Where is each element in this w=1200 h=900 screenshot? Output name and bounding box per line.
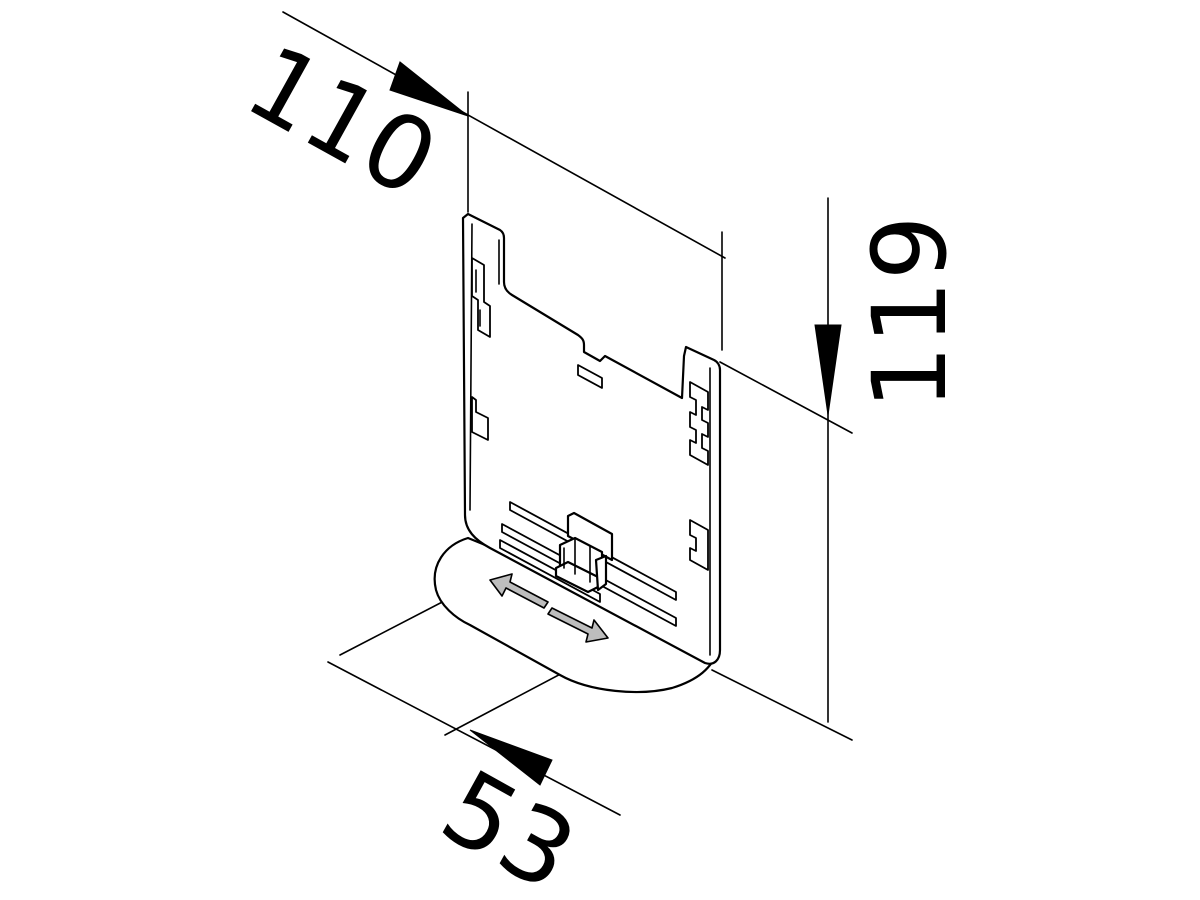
extension-line-height-top: [719, 361, 853, 434]
arrowhead-height: [814, 324, 842, 416]
slide-arrow-right-icon: [547, 607, 609, 643]
slide-arrow-left-icon: [489, 573, 549, 609]
dimension-line-width: [282, 11, 726, 259]
latch-top-tab: [566, 511, 614, 562]
arrowhead-depth: [469, 729, 553, 786]
left-clip-lower: [471, 396, 489, 441]
main-plate-outline: [461, 212, 722, 665]
slide-direction-arrows: [489, 573, 609, 643]
center-slot: [577, 364, 603, 389]
dimension-line-depth: [327, 661, 621, 816]
extension-line-height-bottom: [711, 669, 853, 741]
main-plate: [461, 212, 722, 665]
extension-line-depth-left: [339, 597, 451, 656]
dimension-label-depth: 53: [423, 748, 594, 900]
dimension-label-height: 119: [851, 215, 970, 410]
arrowhead-width: [389, 61, 469, 117]
sliding-latch[interactable]: [554, 511, 614, 594]
right-clip-lower: [689, 519, 709, 571]
dimension-height: 119: [711, 197, 970, 741]
right-clip-upper: [689, 381, 709, 466]
dimension-depth: 53: [327, 597, 621, 900]
dimension-label-width: 110: [228, 23, 456, 221]
latch-side-clip: [594, 554, 608, 592]
